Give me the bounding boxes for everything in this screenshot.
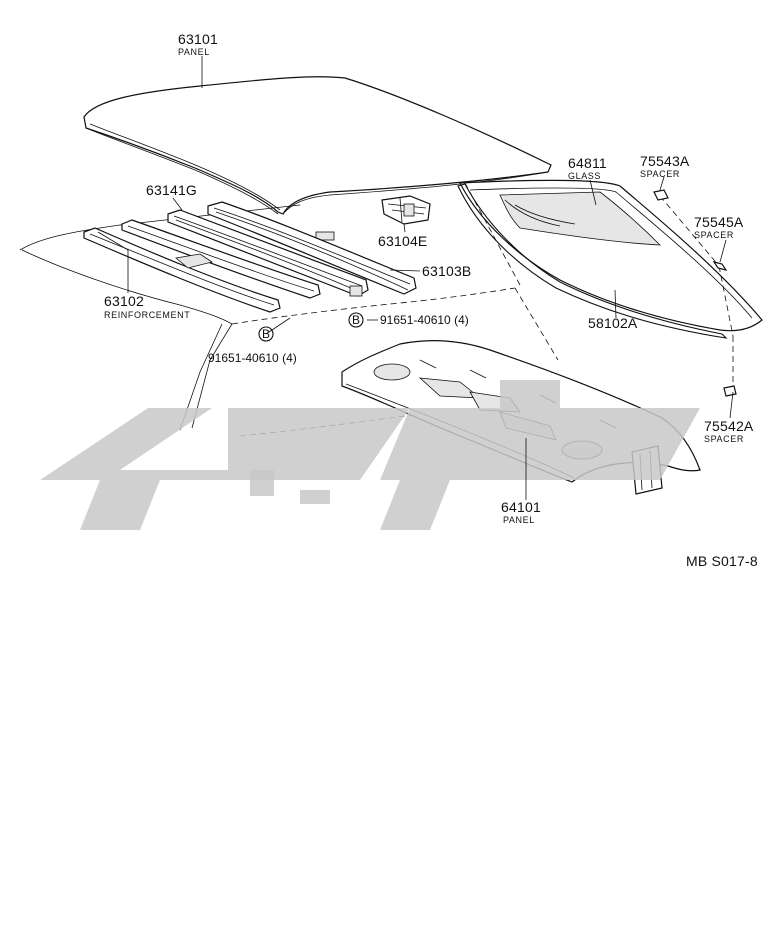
svg-text:58102A: 58102A xyxy=(588,315,638,331)
spacer-75545a-shape xyxy=(712,261,728,271)
reinforcement-63141g-drawing xyxy=(167,209,369,297)
roof-panel-drawing xyxy=(83,76,552,215)
svg-text:SPACER: SPACER xyxy=(640,169,680,179)
svg-text:63101: 63101 xyxy=(178,31,218,47)
label-64811: 64811 GLASS xyxy=(568,155,607,181)
svg-text:64101: 64101 xyxy=(501,499,541,515)
label-58102a: 58102A xyxy=(588,315,638,331)
svg-text:64811: 64811 xyxy=(568,155,607,171)
label-75542a: 75542A SPACER xyxy=(704,418,754,444)
weatherstrip-drawing xyxy=(457,183,728,339)
svg-text:75543A: 75543A xyxy=(640,153,690,169)
roof-glass-drawing xyxy=(459,179,763,332)
label-63103b: 63103B xyxy=(422,263,471,279)
svg-text:SPACER: SPACER xyxy=(704,434,744,444)
diagram-code-label: MB S017-8 xyxy=(686,553,758,569)
label-75543a: 75543A SPACER xyxy=(640,153,690,179)
label-63104e: 63104E xyxy=(378,233,427,249)
svg-text:91651-40610 (4): 91651-40610 (4) xyxy=(208,351,297,365)
leader-lines xyxy=(97,56,734,500)
svg-text:REINFORCEMENT: REINFORCEMENT xyxy=(104,310,190,320)
callout-marker-right: B xyxy=(348,312,364,328)
label-75545a: 75545A SPACER xyxy=(694,214,744,240)
brand-logo-watermark xyxy=(40,380,700,530)
label-63141g: 63141G xyxy=(146,182,197,198)
svg-text:PANEL: PANEL xyxy=(178,47,210,57)
svg-text:B: B xyxy=(262,327,270,341)
bracket-drawing xyxy=(381,195,431,225)
svg-text:63104E: 63104E xyxy=(378,233,427,249)
callout-marker-left: B xyxy=(258,326,274,342)
spacer-75542a-shape xyxy=(723,385,737,397)
svg-text:MB S017-8: MB S017-8 xyxy=(686,553,758,569)
svg-text:63103B: 63103B xyxy=(422,263,471,279)
label-bolt-right: 91651-40610 (4) xyxy=(380,313,469,327)
label-63101: 63101 PANEL xyxy=(178,31,218,57)
reinforcement-63103b-drawing xyxy=(207,201,417,297)
svg-text:B: B xyxy=(352,313,360,327)
label-63102: 63102 REINFORCEMENT xyxy=(104,293,190,320)
svg-text:PANEL: PANEL xyxy=(503,515,535,525)
svg-text:GLASS: GLASS xyxy=(568,171,601,181)
svg-text:SPACER: SPACER xyxy=(694,230,734,240)
svg-text:91651-40610 (4): 91651-40610 (4) xyxy=(380,313,469,327)
svg-text:75542A: 75542A xyxy=(704,418,754,434)
svg-text:63102: 63102 xyxy=(104,293,144,309)
svg-text:75545A: 75545A xyxy=(694,214,744,230)
label-64101: 64101 PANEL xyxy=(501,499,541,525)
reinforcement-63102-drawing xyxy=(83,219,321,313)
spacer-75543a-shape xyxy=(653,189,669,201)
svg-text:63141G: 63141G xyxy=(146,182,197,198)
label-bolt-left: 91651-40610 (4) xyxy=(208,351,297,365)
